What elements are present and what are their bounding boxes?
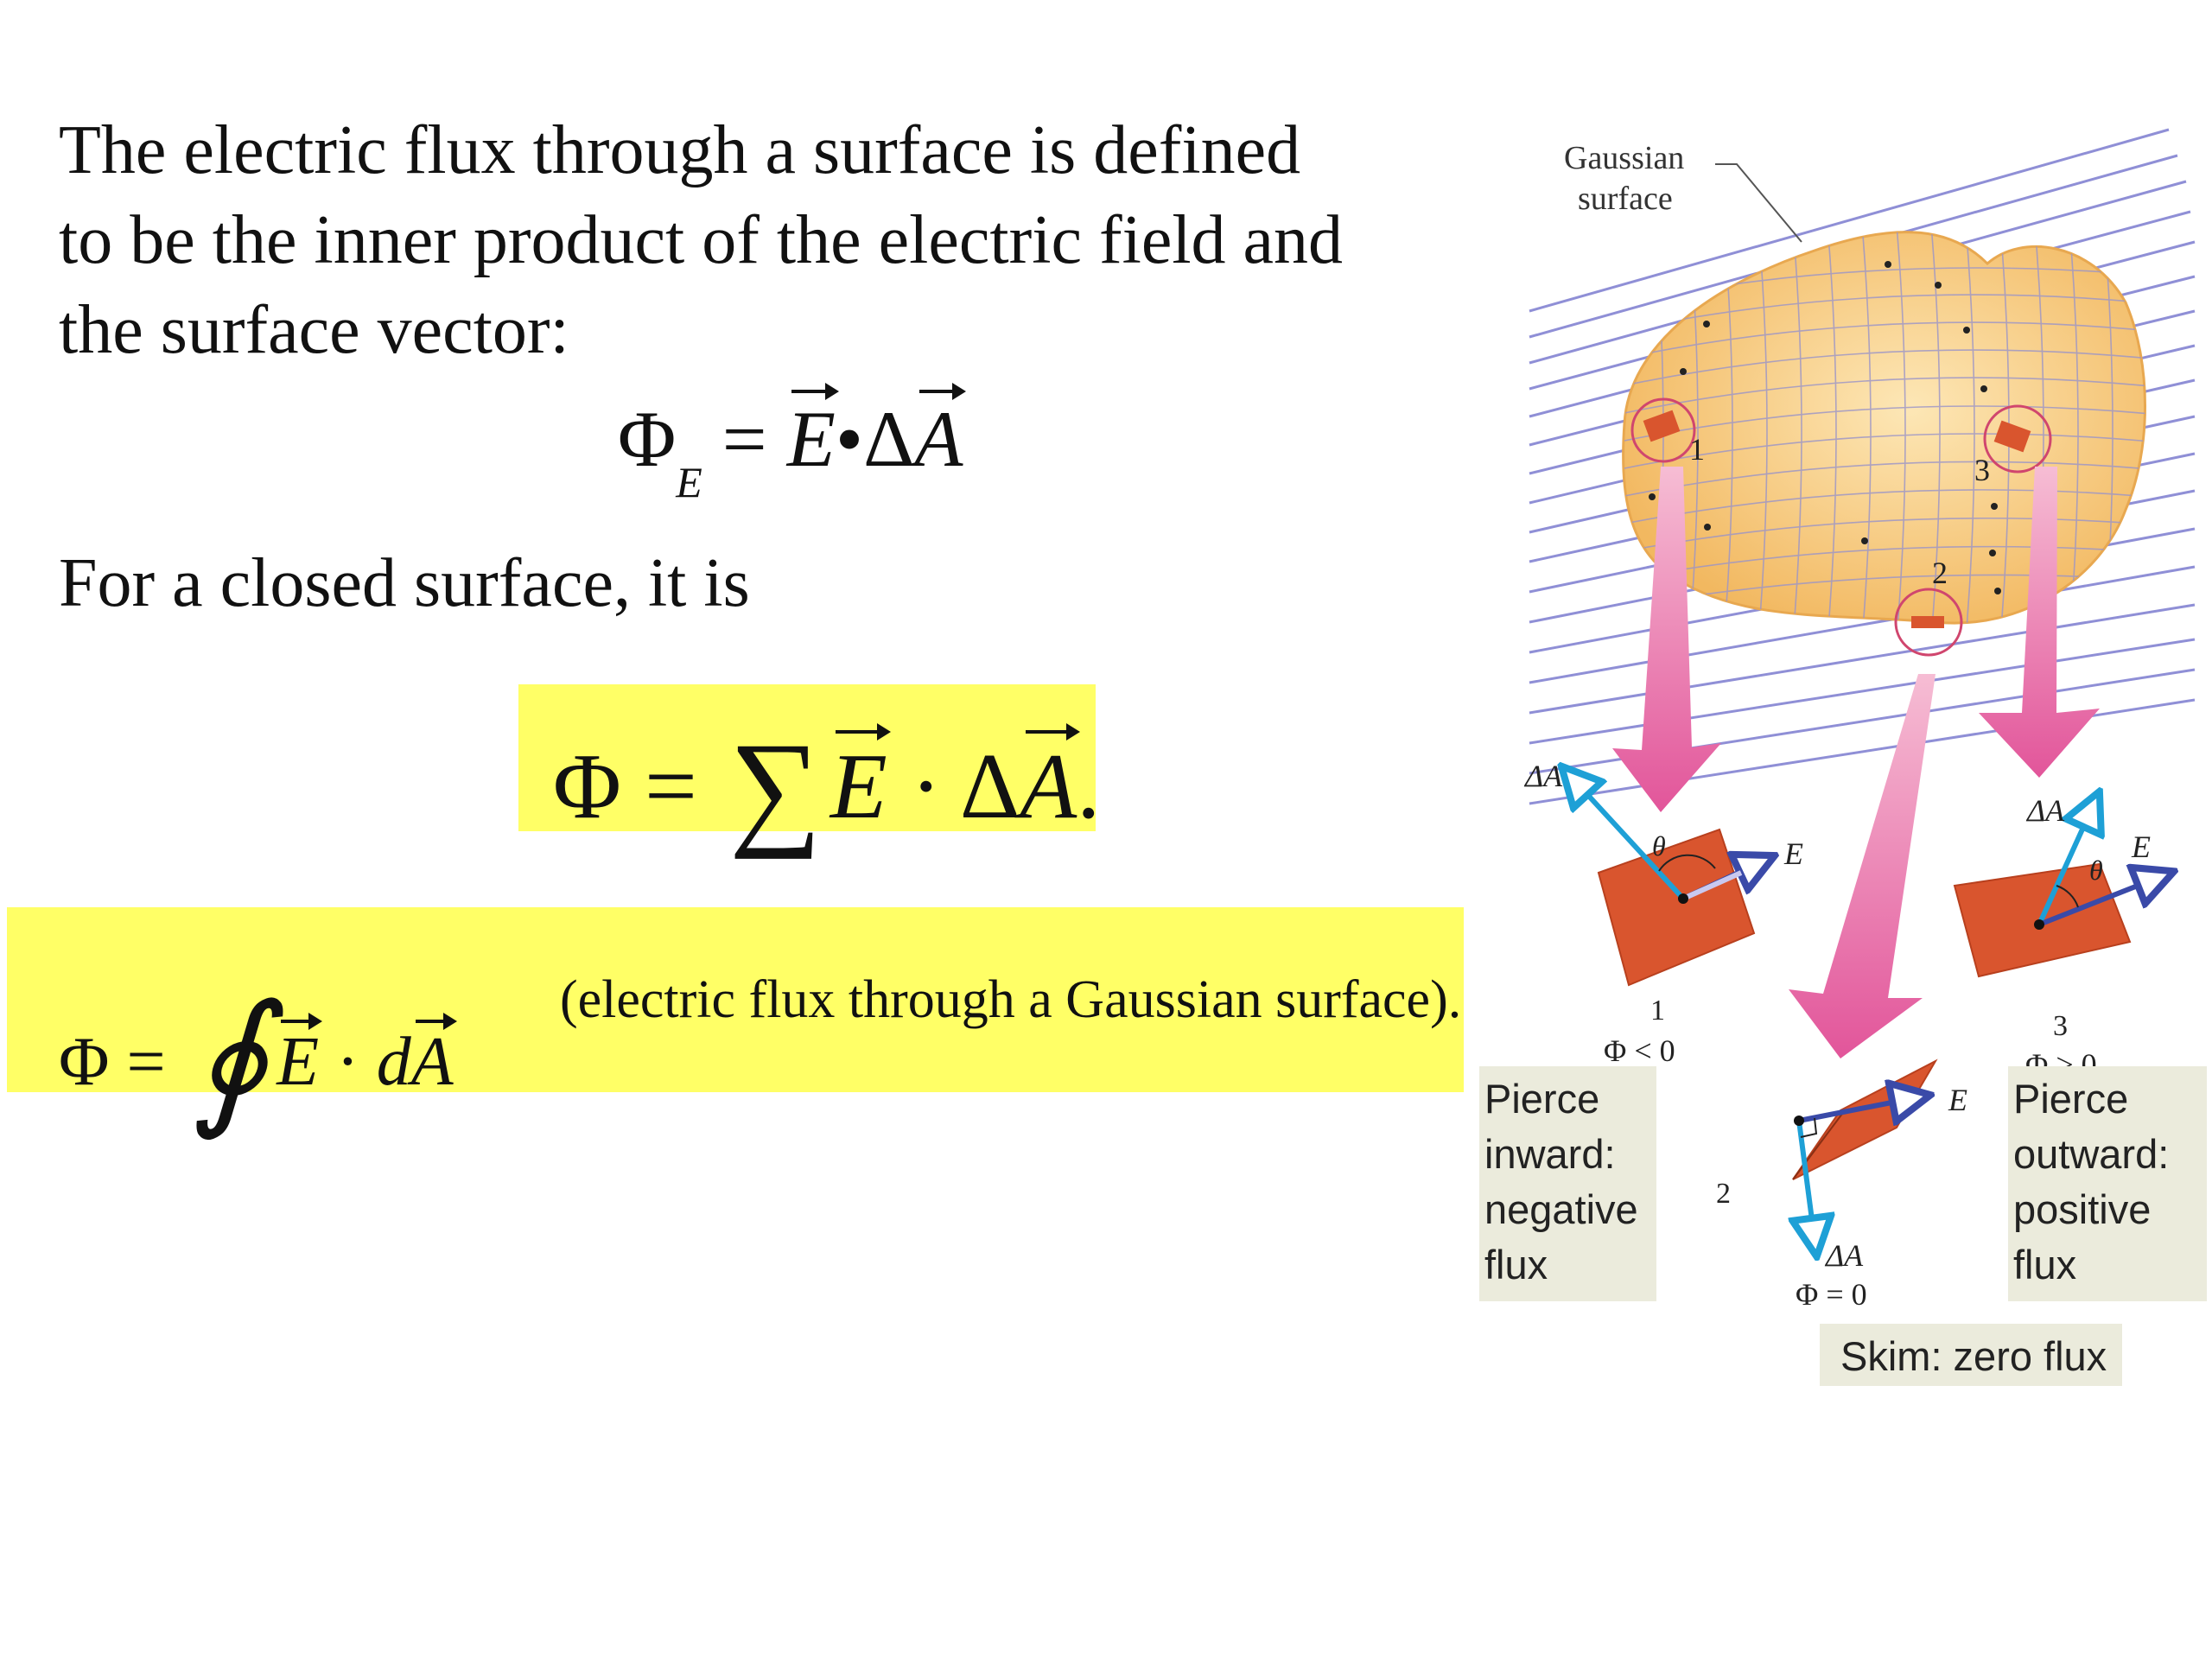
contour-integral-symbol: ∮ bbox=[191, 978, 269, 1141]
magnify-pointer-arrows bbox=[1612, 467, 2100, 1058]
a-vector-symbol: A bbox=[914, 383, 967, 483]
integral-formula: Φ = ∮E · dA bbox=[59, 949, 457, 1141]
dot-operator: · bbox=[319, 1024, 377, 1100]
flux-definition-formula: ΦE = E•ΔA bbox=[618, 383, 967, 506]
integral-formula-box: Φ = ∮E · dA (electric flux through a Gau… bbox=[7, 907, 1464, 1141]
closed-surface-text: For a closed surface, it is bbox=[59, 545, 750, 621]
sum-formula: Φ = ∑E · ΔA. bbox=[553, 700, 1101, 860]
delta-symbol: Δ bbox=[863, 395, 915, 483]
patch-2-label: 2 bbox=[1932, 556, 1948, 590]
period: . bbox=[1077, 735, 1101, 838]
sigma-symbol: ∑ bbox=[728, 716, 822, 860]
note-outward-line-2: outward: bbox=[2013, 1131, 2170, 1177]
delta-symbol: Δ bbox=[959, 735, 1020, 838]
equals-sign: = bbox=[109, 1024, 183, 1100]
field-line-pierce-dots bbox=[1649, 261, 2001, 594]
note-outward-line-3: positive bbox=[2013, 1186, 2152, 1232]
patch-3-detail bbox=[1953, 795, 2171, 978]
e-vector-symbol: E bbox=[786, 383, 840, 483]
e-vector-symbol: E bbox=[276, 1013, 322, 1100]
dot-operator: • bbox=[835, 395, 864, 483]
phi-negative-label: Φ < 0 bbox=[1604, 1033, 1675, 1068]
patch-2-e-label: E bbox=[1948, 1083, 1967, 1117]
patch-1-e-label: E bbox=[1783, 836, 1803, 871]
phi-symbol: Φ bbox=[618, 395, 677, 483]
gaussian-label-leader bbox=[1715, 163, 1802, 243]
gaussian-surface-illustration: Gaussian surface 1 3 2 bbox=[1523, 128, 2196, 1312]
intro-line-1: The electric flux through a surface is d… bbox=[59, 112, 1301, 188]
note-inward-line-4: flux bbox=[1484, 1242, 1548, 1287]
gaussian-surface-diagram: Gaussian surface 1 3 2 bbox=[1469, 104, 2212, 1417]
sum-formula-box: Φ = ∑E · ΔA. bbox=[518, 684, 1100, 860]
intro-line-2: to be the inner product of the electric … bbox=[59, 202, 1344, 278]
note-skim-zero-flux: Skim: zero flux bbox=[1820, 1324, 2122, 1386]
differential-d: d bbox=[376, 1024, 411, 1100]
note-outward-line-1: Pierce bbox=[2013, 1076, 2129, 1122]
patch-1-number: 1 bbox=[1650, 995, 1665, 1027]
intro-line-3: the surface vector: bbox=[59, 292, 569, 368]
patch-1-da-label: ΔA bbox=[1523, 759, 1563, 793]
gaussian-label-line-2: surface bbox=[1578, 181, 1673, 217]
note-skim-text: Skim: zero flux bbox=[1840, 1333, 2107, 1379]
intro-paragraph: The electric flux through a surface is d… bbox=[59, 105, 1476, 375]
patch-1-label: 1 bbox=[1689, 432, 1705, 467]
patch-3-label: 3 bbox=[1974, 453, 1990, 487]
patch-3-number: 3 bbox=[2053, 1010, 2068, 1042]
patch-3-da-label: ΔA bbox=[2025, 793, 2065, 828]
note-pierce-inward: Pierce inward: negative flux bbox=[1479, 1066, 1656, 1301]
patch-3-e-label: E bbox=[2131, 830, 2151, 864]
patch-2-detail bbox=[1793, 1058, 1936, 1253]
surface-patches bbox=[1630, 397, 2052, 657]
note-inward-line-1: Pierce bbox=[1484, 1076, 1600, 1122]
phi-subscript: E bbox=[676, 458, 702, 506]
phi-symbol: Φ bbox=[553, 735, 621, 838]
surface-grid bbox=[1624, 232, 2145, 624]
note-inward-line-3: negative bbox=[1484, 1186, 1638, 1232]
a-vector-symbol: A bbox=[1020, 723, 1081, 841]
note-outward-line-4: flux bbox=[2013, 1242, 2077, 1287]
patch-2-da-label: ΔA bbox=[1824, 1238, 1864, 1273]
gaussian-surface-shape bbox=[1622, 231, 2146, 625]
e-vector-symbol: E bbox=[830, 723, 891, 841]
phi-zero-label: Φ = 0 bbox=[1796, 1277, 1867, 1312]
phi-symbol: Φ bbox=[59, 1024, 110, 1100]
integral-description: (electric flux through a Gaussian surfac… bbox=[560, 970, 1462, 1029]
patch-1-theta: θ bbox=[1652, 830, 1666, 861]
patch-1-detail bbox=[1564, 769, 1771, 987]
gaussian-label-line-1: Gaussian bbox=[1564, 140, 1684, 176]
patch-2-number: 2 bbox=[1716, 1178, 1731, 1210]
a-vector-symbol: A bbox=[410, 1013, 457, 1100]
note-pierce-outward: Pierce outward: positive flux bbox=[2008, 1066, 2207, 1301]
equals-sign: = bbox=[702, 395, 787, 483]
dot-operator: · bbox=[887, 735, 960, 838]
patch-3-theta: θ bbox=[2089, 855, 2103, 886]
equals-sign: = bbox=[620, 735, 721, 838]
note-inward-line-2: inward: bbox=[1484, 1131, 1616, 1177]
